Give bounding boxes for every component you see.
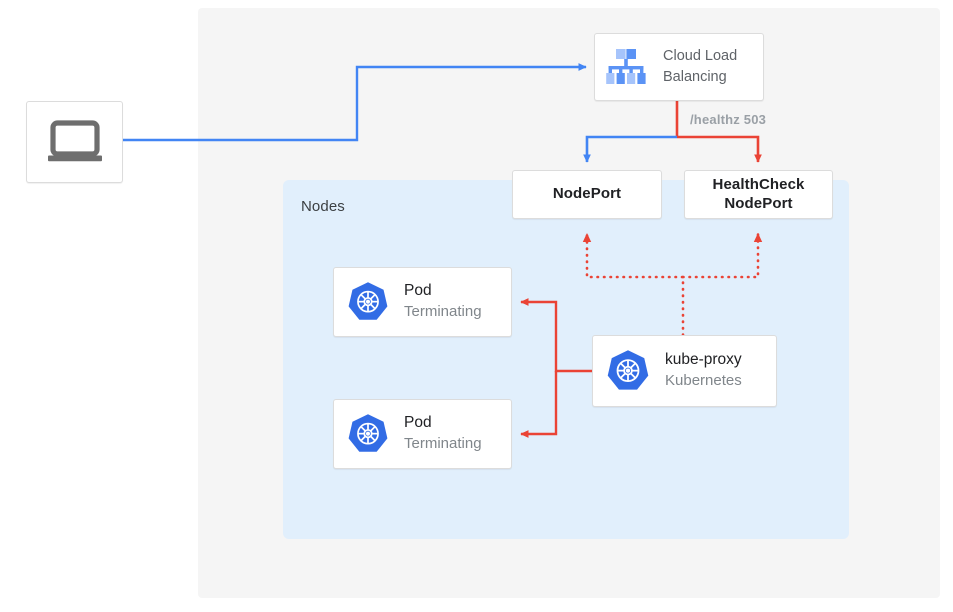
kube-proxy-subtitle: Kubernetes [665, 372, 742, 390]
clb-label-line-2: Balancing [663, 69, 727, 85]
clb-label-line-1: Cloud Load [663, 47, 738, 64]
healthcheck-nodeport-label-line-2: NodePort [724, 194, 793, 212]
kubernetes-icon [346, 412, 390, 456]
cloud-load-balancing-label: Cloud Load Balancing [663, 46, 737, 88]
pod-title: Pod [404, 414, 432, 432]
kubernetes-icon [346, 280, 390, 324]
pod-title: Pod [404, 282, 432, 300]
kube-proxy-card[interactable]: kube-proxy Kubernetes [592, 335, 777, 407]
kube-proxy-title: kube-proxy [665, 351, 742, 369]
pod-text: Pod Terminating [404, 413, 482, 454]
kube-proxy-text: kube-proxy Kubernetes [665, 350, 742, 391]
nodeport-card[interactable]: NodePort [512, 170, 662, 219]
pod-subtitle: Terminating [404, 303, 482, 321]
nodes-region-label: Nodes [301, 198, 345, 215]
cloud-load-balancing-icon [603, 46, 649, 88]
healthcheck-nodeport-label-line-1: HealthCheck [712, 175, 805, 193]
pod-card[interactable]: Pod Terminating [333, 267, 512, 337]
healthz-edge-label: /healthz 503 [690, 112, 767, 127]
healthcheck-nodeport-card[interactable]: HealthCheck NodePort [684, 170, 833, 219]
pod-subtitle: Terminating [404, 435, 482, 453]
client-card[interactable] [26, 101, 123, 183]
pod-text: Pod Terminating [404, 281, 482, 322]
cloud-load-balancing-card[interactable]: Cloud Load Balancing [594, 33, 764, 101]
kubernetes-icon [605, 348, 651, 394]
laptop-icon [46, 120, 104, 164]
nodeport-label: NodePort [552, 185, 622, 203]
pod-card[interactable]: Pod Terminating [333, 399, 512, 469]
